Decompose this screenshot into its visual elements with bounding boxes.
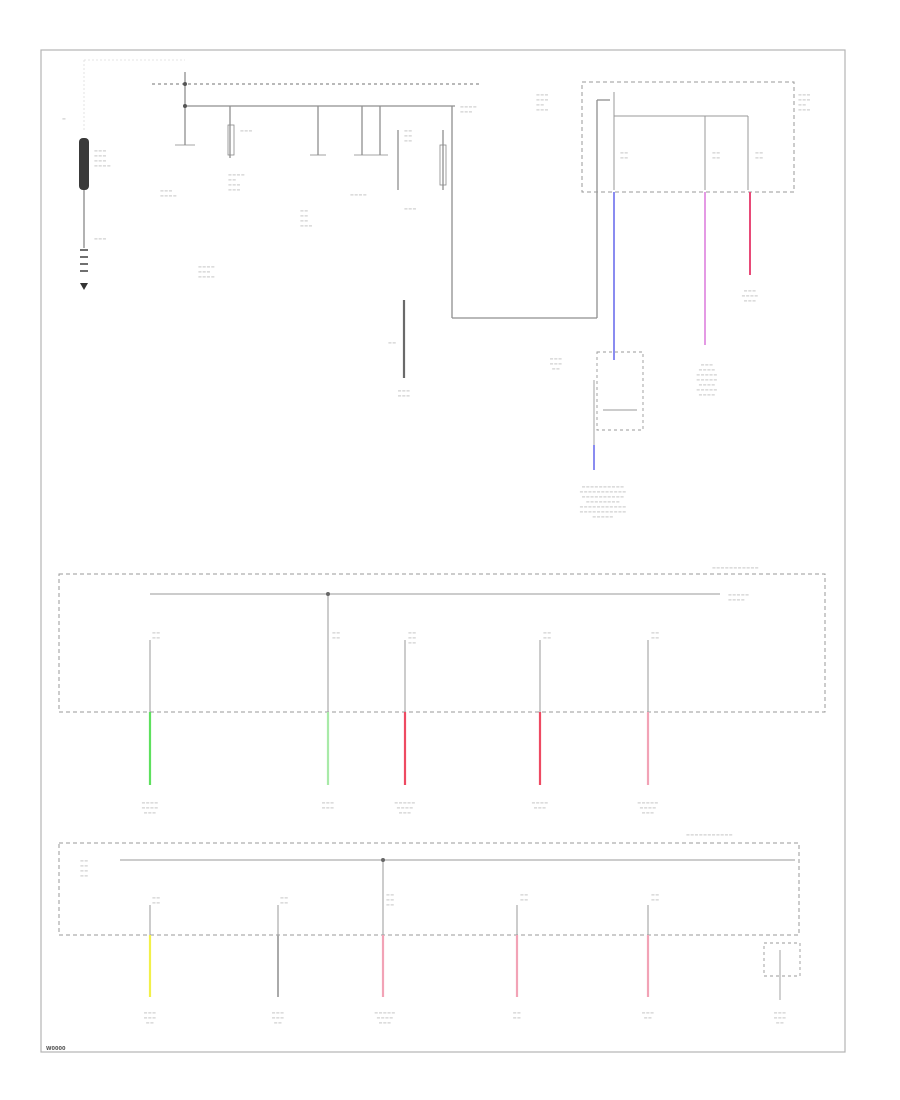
unreadable-label: ▬▬▬▬▬▬▬▬▬▬▬	[686, 832, 734, 837]
unreadable-label: ▬▬ ▬▬	[152, 895, 161, 905]
bus-junction	[183, 82, 187, 86]
unreadable-label: ▬▬▬ ▬▬▬	[397, 388, 411, 398]
unreadable-label: ▬▬ ▬▬	[332, 630, 341, 640]
unreadable-label: ▬▬ ▬▬	[651, 892, 660, 902]
unreadable-label: ▬▬ ▬▬	[520, 892, 529, 902]
unreadable-label: ▬▬▬ ▬▬▬ ▬▬▬ ▬▬▬▬	[94, 148, 112, 168]
bus-junction	[381, 858, 385, 862]
battery-symbol	[80, 249, 88, 272]
unreadable-label: ▬	[62, 116, 67, 121]
unreadable-label: ▬▬▬▬▬ ▬▬▬▬	[728, 592, 750, 602]
fusible-link-symbol	[79, 138, 89, 190]
small-relay-box	[763, 942, 801, 1000]
unreadable-label: ▬▬▬▬▬ ▬▬▬▬ ▬▬▬	[374, 1010, 396, 1025]
unreadable-label: ▬▬▬ ▬▬▬ ▬▬	[271, 1010, 285, 1025]
unreadable-label: ▬▬▬ ▬▬▬▬ ▬▬▬▬▬ ▬▬▬▬▬ ▬▬▬▬ ▬▬▬▬▬ ▬▬▬▬	[696, 362, 718, 397]
page-frame	[40, 49, 846, 1053]
unreadable-label: ▬▬▬▬ ▬▬▬	[531, 800, 549, 810]
unreadable-label: ▬▬▬ ▬▬▬	[321, 800, 335, 810]
unreadable-label: ▬▬▬ ▬▬▬▬ ▬▬▬	[741, 288, 759, 303]
ground-symbol	[80, 283, 88, 290]
unreadable-label: ▬▬▬▬▬▬▬▬▬▬ ▬▬▬▬▬▬▬▬▬▬▬ ▬▬▬▬▬▬▬▬▬▬ ▬▬▬▬▬▬…	[579, 484, 627, 519]
unreadable-label: ▬▬▬ ▬▬▬ ▬▬ ▬▬▬	[536, 92, 549, 112]
power-bus	[152, 72, 610, 319]
ecm-box	[593, 351, 644, 445]
unreadable-label: ▬▬ ▬▬ ▬▬ ▬▬	[80, 858, 89, 878]
unreadable-label: ▬▬▬	[94, 236, 107, 241]
unreadable-label: ▬▬▬ ▬▬▬▬	[160, 188, 178, 198]
unreadable-label: ▬▬▬▬▬ ▬▬▬▬ ▬▬▬	[637, 800, 659, 815]
unreadable-label: ▬▬ ▬▬	[712, 150, 721, 160]
unreadable-label: ▬▬▬▬ ▬▬▬ ▬▬▬▬	[198, 264, 216, 279]
unreadable-label: ▬▬▬▬▬▬▬▬▬▬▬	[712, 565, 760, 570]
unreadable-label: ▬▬▬▬ ▬▬▬	[460, 104, 478, 114]
unreadable-label: ▬▬ ▬▬ ▬▬	[404, 128, 413, 143]
unreadable-label: ▬▬ ▬▬	[543, 630, 552, 640]
unreadable-label: ▬▬ ▬▬	[280, 895, 289, 905]
unreadable-label: ▬▬▬▬ ▬▬ ▬▬▬ ▬▬▬	[228, 172, 246, 192]
fuse-box-bottom	[58, 842, 800, 936]
footer-code: W0000	[46, 1046, 66, 1052]
bus-junction	[183, 104, 187, 108]
unreadable-label: ▬▬▬	[404, 206, 417, 211]
unreadable-label: ▬▬ ▬▬	[620, 150, 629, 160]
unreadable-label: ▬▬▬ ▬▬▬ ▬▬	[549, 356, 563, 371]
unreadable-label: ▬▬▬▬	[350, 192, 368, 197]
fuse-box-middle	[58, 573, 826, 713]
unreadable-label: ▬▬ ▬▬ ▬▬	[386, 892, 395, 907]
unreadable-label: ▬▬▬ ▬▬	[641, 1010, 655, 1020]
battery-area	[79, 59, 185, 290]
unreadable-label: ▬▬▬▬▬ ▬▬▬▬ ▬▬▬	[394, 800, 416, 815]
unreadable-label: ▬▬▬ ▬▬▬ ▬▬	[773, 1010, 787, 1025]
unreadable-label: ▬▬ ▬▬	[651, 630, 660, 640]
unreadable-label: ▬▬ ▬▬ ▬▬ ▬▬▬	[300, 208, 313, 228]
unreadable-label: ▬▬	[388, 340, 397, 345]
unreadable-label: ▬▬ ▬▬	[512, 1010, 522, 1020]
unreadable-label: ▬▬▬ ▬▬▬ ▬▬ ▬▬▬	[798, 92, 811, 112]
bus-junction	[326, 592, 330, 596]
unreadable-label: ▬▬ ▬▬ ▬▬	[408, 630, 417, 645]
fuse-box-symbol	[439, 144, 447, 186]
unreadable-label: ▬▬▬ ▬▬▬ ▬▬	[143, 1010, 157, 1025]
relay-box-top	[581, 81, 795, 193]
unreadable-label: ▬▬ ▬▬	[755, 150, 764, 160]
unreadable-label: ▬▬▬▬ ▬▬▬▬ ▬▬▬	[141, 800, 159, 815]
unreadable-label: ▬▬ ▬▬	[152, 630, 161, 640]
unreadable-label: ▬▬▬	[240, 128, 253, 133]
fuse-box-symbol	[227, 124, 235, 156]
